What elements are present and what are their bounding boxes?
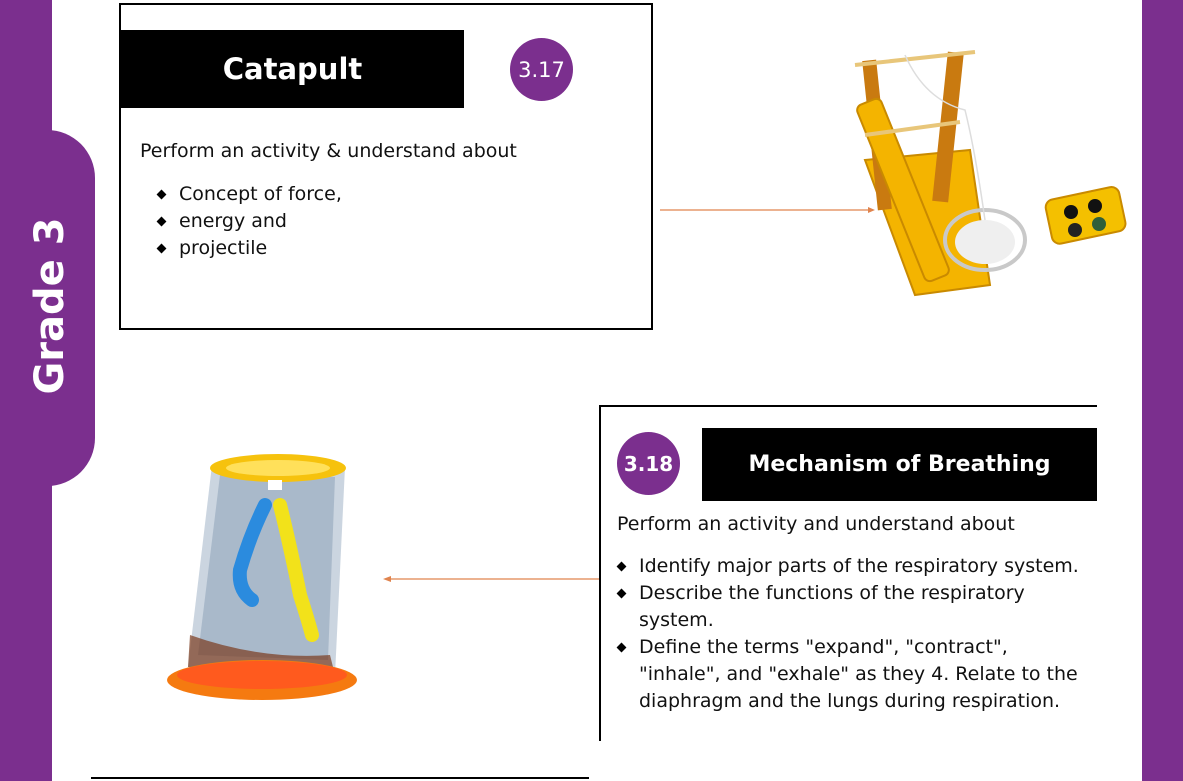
activity-points-list: Identify major parts of the respiratory … <box>614 553 1084 715</box>
activity-title-catapult: Catapult <box>121 30 464 108</box>
activity-intro: Perform an activity & understand about <box>140 140 517 162</box>
activity-points-list: Concept of force, energy and projectile <box>154 181 454 262</box>
activity-number-badge: 3.18 <box>617 432 680 495</box>
right-purple-strip <box>1142 0 1183 781</box>
breathing-model-image <box>167 454 357 700</box>
list-item: Describe the functions of the respirator… <box>614 580 1084 634</box>
activity-number-badge: 3.17 <box>510 38 573 101</box>
activity-intro: Perform an activity and understand about <box>617 513 1015 535</box>
divider-line <box>91 777 589 779</box>
catapult-image <box>854 50 1127 297</box>
list-item: energy and <box>154 208 454 235</box>
arrow-left-icon <box>383 576 599 582</box>
grade-label: Grade 3 <box>27 217 73 395</box>
list-item: Identify major parts of the respiratory … <box>614 553 1084 580</box>
activity-title-breathing: Mechanism of Breathing <box>702 428 1097 501</box>
list-item: Define the terms "expand", "contract", "… <box>614 634 1084 715</box>
list-item: projectile <box>154 235 454 262</box>
arrow-right-icon <box>660 207 875 213</box>
list-item: Concept of force, <box>154 181 454 208</box>
grade-tab <box>0 130 95 486</box>
